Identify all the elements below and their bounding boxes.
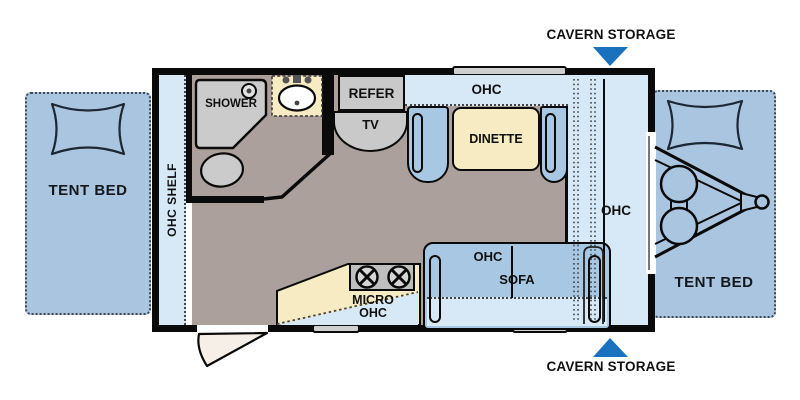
tent-bed-right: TENT BED xyxy=(652,90,776,318)
dinette-seat-right xyxy=(540,106,568,183)
sofa-overhead-label: OHC xyxy=(473,249,503,264)
micro-label-line2: OHC xyxy=(359,306,387,320)
storage-arrow-up-icon xyxy=(593,338,628,357)
ohc-shelf-label: OHC SHELF xyxy=(164,163,179,237)
tent-bed-right-label: TENT BED xyxy=(674,274,754,291)
dinette-overhead-label: OHC xyxy=(471,82,502,97)
cavern-storage-bottom-label: CAVERN STORAGE xyxy=(546,359,676,374)
entry-door-opening xyxy=(197,325,268,333)
sofa-overhead-cabinet xyxy=(427,297,607,326)
dinette-overhead-cabinet: OHC xyxy=(405,75,568,106)
sofa-cushion-divider xyxy=(511,246,513,298)
dinette-label: DINETTE xyxy=(469,132,523,146)
rear-bed-opening xyxy=(646,132,656,274)
tent-bed-left: TENT BED xyxy=(25,92,151,315)
dinette-seat-left xyxy=(407,106,449,183)
sofa: SOFA OHC xyxy=(423,242,611,330)
bathroom-wall-bottom xyxy=(186,196,264,203)
bathroom-wall-left xyxy=(186,75,192,203)
seat-back xyxy=(545,113,556,173)
tent-bed-left-label: TENT BED xyxy=(48,182,128,199)
refrigerator-label: REFER xyxy=(348,85,395,101)
storage-arrow-down-icon xyxy=(593,47,628,66)
seat-back xyxy=(412,113,423,173)
window xyxy=(312,324,360,333)
bathroom-wall-right xyxy=(322,75,334,155)
rear-bed-fold-line xyxy=(648,136,650,270)
dinette-table: DINETTE xyxy=(452,107,540,171)
entry-door-swing xyxy=(197,331,269,368)
sofa-label: SOFA xyxy=(499,272,535,287)
kitchen-overhead-label: MICRO OHC xyxy=(340,294,406,320)
rear-overhead-label: OHC xyxy=(601,203,631,218)
cavern-storage-top-label: CAVERN STORAGE xyxy=(546,27,676,42)
refrigerator: REFER xyxy=(338,75,405,111)
sofa-arm-left xyxy=(429,255,441,323)
sofa-arm-right xyxy=(588,255,601,323)
tv-label: TV xyxy=(362,117,379,132)
shower-label: SHOWER xyxy=(205,98,257,110)
ohc-shelf-cabinet: OHC SHELF xyxy=(159,75,186,325)
